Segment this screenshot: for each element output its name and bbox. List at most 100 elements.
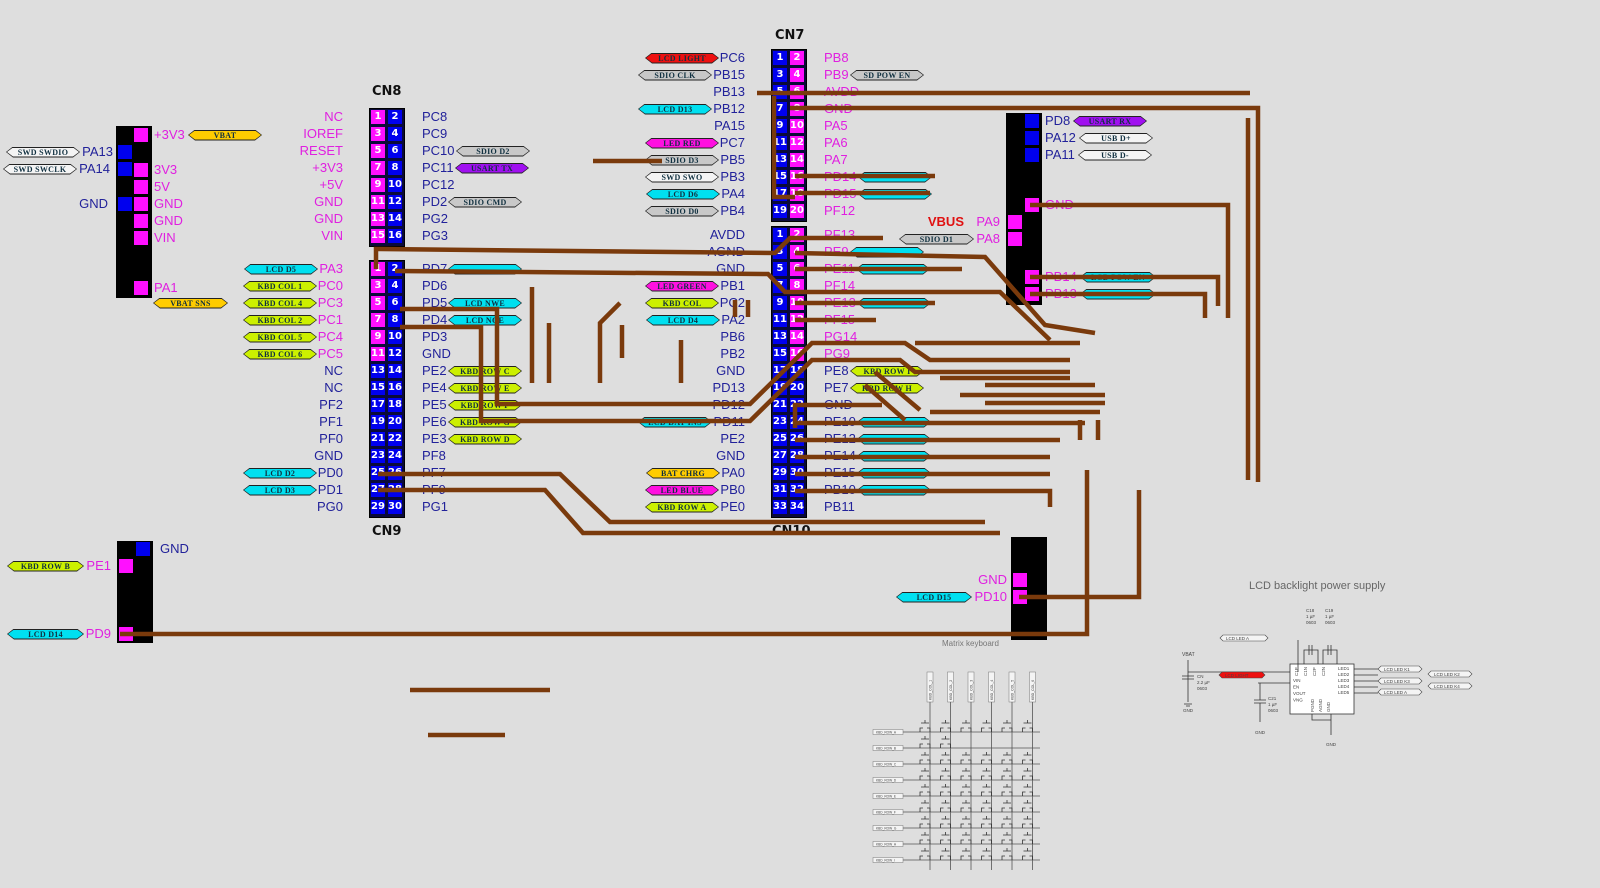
net-tag-label: USART TX (456, 164, 528, 173)
net-tag-label: KBD ROW H (851, 384, 923, 393)
pin-5v (134, 180, 148, 194)
pin-19: 19 (773, 381, 787, 395)
key-switch (981, 832, 992, 844)
pin-label-pa1: PA1 (154, 280, 178, 295)
pin-label-pe0: PE0 (720, 499, 745, 514)
pin-22: 22 (388, 432, 402, 446)
pin-18: 18 (388, 398, 402, 412)
key-switch (919, 848, 931, 860)
pin-label-gnd: GND (716, 448, 745, 463)
pin-gnd (136, 542, 150, 556)
pin-label-pe5: PE5 (422, 397, 447, 412)
pin-1: 1 (773, 228, 787, 242)
pin-19: 19 (371, 415, 385, 429)
pin-13: 13 (371, 212, 385, 226)
key-switch (919, 800, 931, 812)
column-label: KBD_COL_6 (1031, 680, 1035, 700)
net-tag: LCD D2 (243, 468, 317, 479)
wire (1019, 490, 1142, 600)
wire (771, 96, 795, 200)
net-tag: KBD ROW B (7, 561, 84, 572)
pin-label-pa2: PA2 (721, 312, 745, 327)
net-tag-label: SWD SWDIO (7, 148, 79, 157)
key-switch (1001, 720, 1013, 732)
wire (1030, 291, 1208, 318)
key-switch (1022, 800, 1033, 812)
pin-label-pc0: PC0 (317, 278, 343, 293)
cap-label: 1 µF (1268, 702, 1277, 707)
key-switch (919, 832, 931, 844)
pin-3: 3 (773, 68, 787, 82)
pin-label-pe8: PE8 (824, 363, 849, 378)
pin-11: 11 (773, 313, 787, 327)
flying-capacitors (1303, 645, 1338, 664)
net-tag: USB D- (1078, 150, 1152, 161)
tag-lcd-led-text: LCD LED K1 (1384, 667, 1410, 672)
tag-lcd-led (1377, 677, 1423, 685)
key-switch (981, 800, 992, 812)
net-tag-label: SDIO D2 (457, 147, 529, 156)
pin-11: 11 (371, 195, 385, 209)
pin-label-pd5: PD5 (422, 295, 448, 310)
net-tag-label: KBD ROW F (449, 401, 521, 410)
pin-30: 30 (388, 500, 402, 514)
net-tag-label: SDIO D3 (646, 156, 718, 165)
pin-3v3 (134, 163, 148, 177)
net-tag-label: LCD D14 (8, 630, 83, 639)
pin-label-pf2: PF2 (319, 397, 343, 412)
pin-label-gnd: GND (160, 541, 189, 556)
net-tag: KBD ROW F (448, 400, 522, 411)
cap-label: 0603 (1325, 620, 1336, 625)
pin-3: 3 (371, 279, 385, 293)
net-tag: USART RX (1073, 116, 1147, 127)
net-tag-label: LCD NOE (449, 316, 521, 325)
pin-label-pg14: PG14 (824, 329, 858, 344)
pin-gnd (118, 197, 132, 211)
pin-13: 13 (773, 330, 787, 344)
net-tag: KBD ROW D (448, 434, 522, 445)
pin-label-pc4: PC4 (317, 329, 343, 344)
pin-label-gnd: GND (154, 213, 183, 228)
net-tag: BAT CHRG (646, 468, 720, 479)
pin-6: 6 (388, 296, 402, 310)
key-switch (919, 784, 931, 796)
net-tag-label: LCD D5 (245, 265, 317, 274)
net-tag: KBD COL 2 (243, 315, 317, 326)
ic-pin-label: LED4 (1338, 684, 1350, 689)
key-switch (1022, 784, 1033, 796)
pin-pa11 (1025, 148, 1039, 162)
backlight-title: LCD backlight power supply (1249, 580, 1386, 592)
pin-9: 9 (773, 119, 787, 133)
wire (1030, 274, 1221, 306)
pin-pa12 (1025, 131, 1039, 145)
pin-label-pe7: PE7 (824, 380, 849, 395)
net-tag-label: LCD NWE (449, 299, 521, 308)
pin-label-pb4: PB4 (720, 203, 745, 218)
pin-label-pd3: PD3 (422, 329, 448, 344)
strip_lcd (1011, 537, 1047, 640)
net-tag: LCD NWE (448, 298, 522, 309)
net-tag: SDIO D0 (645, 206, 719, 217)
strip_kbd (117, 541, 153, 643)
pin-8: 8 (388, 161, 402, 175)
pin-label-pc11: PC11 (422, 160, 454, 175)
pin-16: 16 (388, 229, 402, 243)
pin-label-pc9: PC9 (422, 126, 448, 141)
key-switch (981, 848, 992, 860)
pin-7: 7 (371, 313, 385, 327)
pin-20: 20 (790, 204, 804, 218)
row-label: KBD_ROW_I (876, 859, 895, 863)
pin-pa8 (1008, 232, 1022, 246)
row-label: KBD_ROW_B (876, 747, 896, 751)
key-switch (981, 768, 992, 780)
key-switch (919, 720, 931, 732)
net-tag-label: KBD COL 4 (244, 299, 316, 308)
net-tag-label: SWD SWO (646, 173, 718, 182)
cn9-title: CN9 (372, 524, 402, 539)
pin-label-pf8: PF8 (422, 448, 446, 463)
net-tag-label: LCD D3 (244, 486, 316, 495)
pin-label-pa7: PA7 (824, 152, 848, 167)
pin-13: 13 (371, 364, 385, 378)
net-tag-label: LED BLUE (646, 486, 718, 495)
